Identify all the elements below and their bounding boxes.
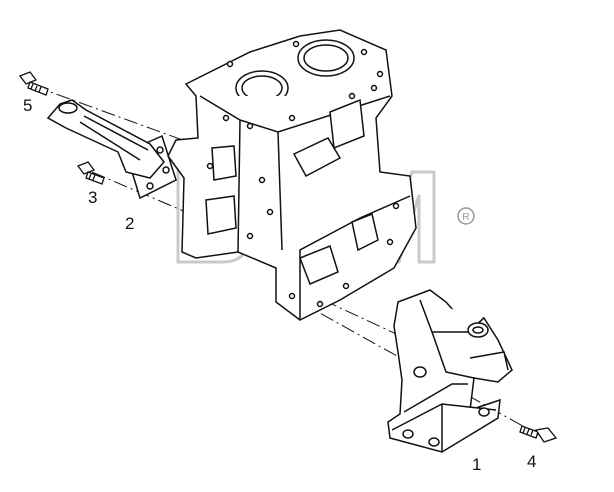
upper-bracket-arm (46, 99, 165, 179)
bolt-item-3 (76, 161, 105, 185)
callout-5: 5 (23, 96, 33, 115)
callout-3: 3 (88, 188, 98, 207)
bolt-item-5 (18, 71, 49, 96)
bolt-item-4 (519, 425, 558, 443)
callout-2: 2 (125, 214, 135, 233)
lower-bracket-item-1 (387, 289, 513, 453)
callout-1: 1 (472, 455, 482, 474)
registered-mark: R (457, 207, 475, 225)
callout-4: 4 (527, 452, 537, 471)
svg-text:R: R (462, 212, 469, 223)
engine-block (167, 29, 417, 321)
